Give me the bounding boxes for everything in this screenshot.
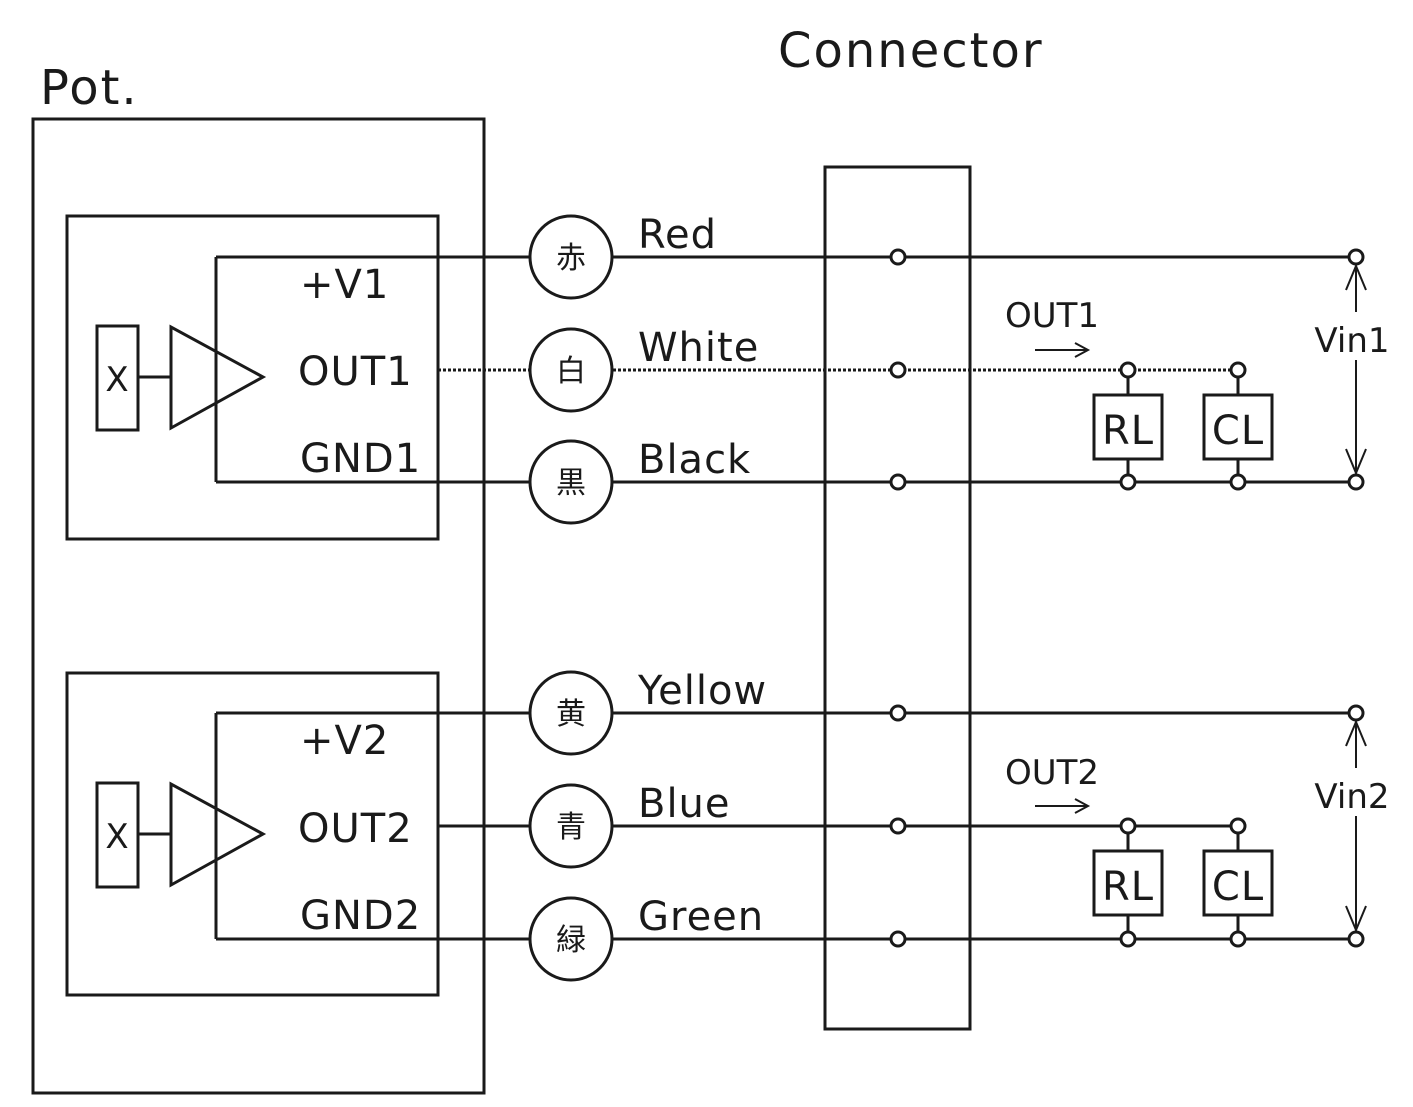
terminal-red: [889, 248, 907, 266]
terminal-black: [889, 473, 907, 491]
wire-color-blue: Blue: [638, 781, 731, 827]
load-capacitor-label-2: CL: [1212, 864, 1264, 910]
out-arrow-label-1: OUT1: [1005, 296, 1099, 336]
wire-marker-white: [528, 327, 614, 413]
sensor-module-2: [65, 671, 440, 997]
sensor-symbol-2: X: [105, 817, 128, 857]
wire-kanji-blue: 青: [556, 810, 586, 845]
wire-marker-yellow: [528, 670, 614, 756]
pin-label-gnd-1: GND1: [300, 436, 421, 482]
vin-label-2: Vin2: [1314, 777, 1389, 817]
wire-marker-blue: [528, 783, 614, 869]
wire-marker-black: [528, 439, 614, 525]
wire-color-black: Black: [638, 437, 751, 483]
sensor-module-1: [65, 214, 440, 541]
pin-label-supply-1: +V1: [300, 262, 389, 308]
wire-marker-green: [528, 896, 614, 982]
connector-block: [823, 165, 972, 1031]
wire-color-white: White: [638, 325, 759, 371]
load-resistor-label-1: RL: [1102, 408, 1154, 454]
terminal-green: [889, 930, 907, 948]
load-capacitor-label-1: CL: [1212, 408, 1264, 454]
vin-terminal-plus-2: [1347, 704, 1365, 722]
vin-terminal-minus-1: [1347, 473, 1365, 491]
wire-color-yellow: Yellow: [637, 668, 767, 714]
pot-housing: [31, 117, 486, 1095]
vin-terminal-plus-1: [1347, 248, 1365, 266]
pin-label-supply-2: +V2: [300, 718, 389, 764]
channel-2: X +V2 OUT2 GND2 黄 青 緑 Yellow Blue Green …: [65, 668, 1390, 997]
terminal-yellow: [889, 704, 907, 722]
channel-1: X +V1 OUT1 GND1 赤 白 黒 Red White Black OU…: [65, 212, 1390, 541]
pot-title: Pot.: [40, 60, 139, 116]
wire-kanji-black: 黒: [556, 466, 586, 501]
out-arrow-label-2: OUT2: [1005, 753, 1099, 793]
wire-kanji-yellow: 黄: [556, 697, 586, 732]
wire-marker-red: [528, 214, 614, 300]
vin-terminal-minus-2: [1347, 930, 1365, 948]
wire-color-red: Red: [638, 212, 717, 258]
terminal-white: [889, 361, 907, 379]
pin-label-out-2: OUT2: [298, 806, 413, 852]
vin-label-1: Vin1: [1314, 321, 1389, 361]
wire-kanji-white: 白: [556, 354, 586, 389]
pin-label-gnd-2: GND2: [300, 893, 421, 939]
sensor-symbol-1: X: [105, 360, 128, 400]
wire-kanji-green: 緑: [556, 923, 586, 958]
load-resistor-label-2: RL: [1102, 864, 1154, 910]
wire-kanji-red: 赤: [556, 241, 586, 276]
connector-title: Connector: [778, 23, 1044, 79]
wire-color-green: Green: [638, 894, 764, 940]
terminal-blue: [889, 817, 907, 835]
pin-label-out-1: OUT1: [298, 349, 413, 395]
